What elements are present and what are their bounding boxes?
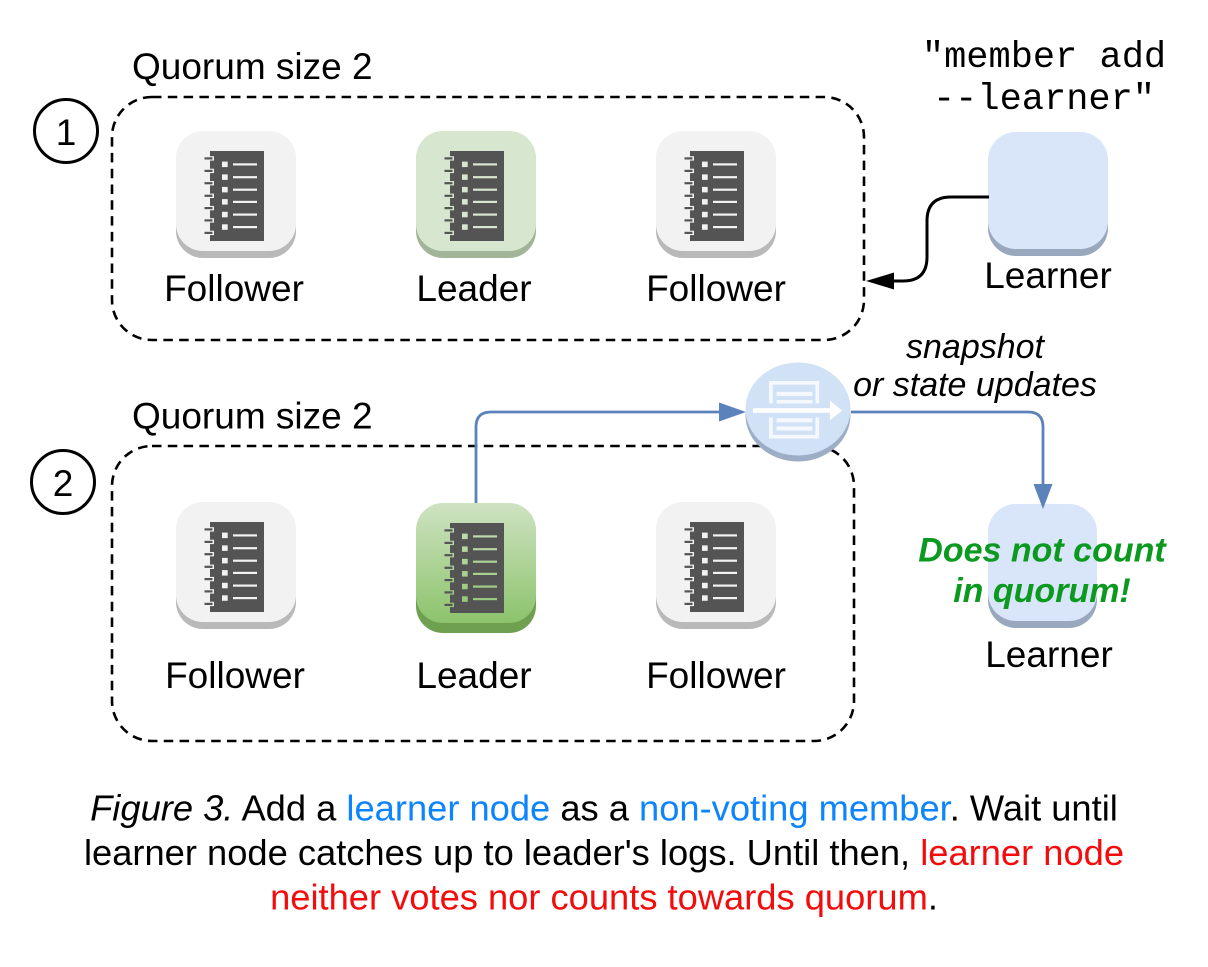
svg-text:Quorum size 2: Quorum size 2 [132,46,373,87]
svg-text:Quorum size 2: Quorum size 2 [132,396,373,437]
svg-text:Follower: Follower [646,655,786,696]
svg-text:2: 2 [53,463,74,504]
svg-text:1: 1 [56,112,77,153]
svg-text:Learner: Learner [984,255,1112,296]
svg-text:neither votes nor counts towar: neither votes nor counts towards quorum. [270,877,938,918]
svg-text:"member add: "member add [922,37,1166,79]
svg-text:--learner": --learner" [933,79,1155,121]
svg-text:or state updates: or state updates [853,366,1097,404]
svg-text:in quorum!: in quorum! [953,572,1131,610]
svg-text:Follower: Follower [165,655,305,696]
svg-text:Does not count: Does not count [918,532,1167,570]
svg-text:Figure 3. Add a learner node a: Figure 3. Add a learner node as a non-vo… [90,788,1118,829]
svg-text:Leader: Leader [416,268,531,309]
svg-text:snapshot: snapshot [906,328,1046,366]
svg-text:Learner: Learner [985,634,1113,675]
svg-text:learner node catches up to lea: learner node catches up to leader's logs… [84,832,1124,873]
svg-text:Follower: Follower [164,268,304,309]
svg-text:Follower: Follower [646,268,786,309]
svg-text:Leader: Leader [416,655,531,696]
